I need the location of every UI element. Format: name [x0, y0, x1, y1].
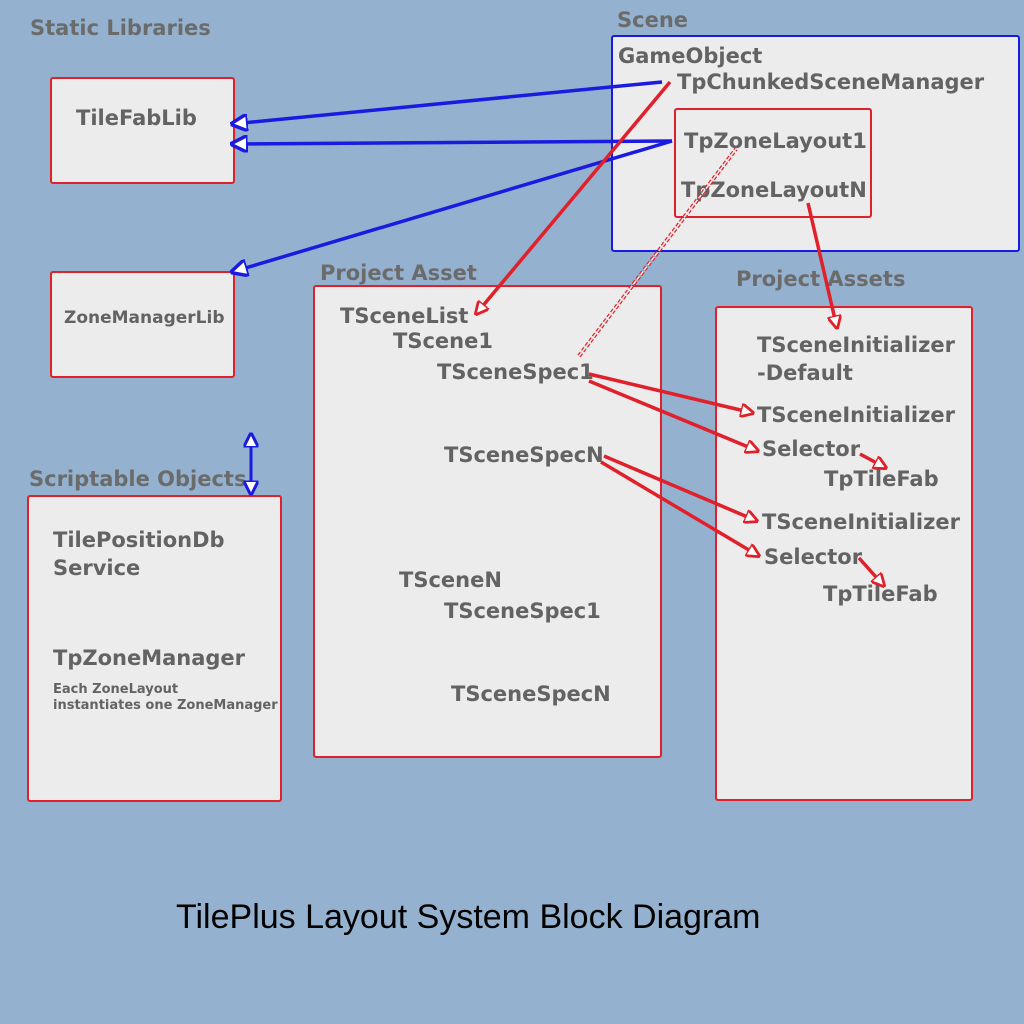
arrow-selector2-to-tiletab	[857, 556, 884, 586]
project-assets-heading: Project Assets	[736, 267, 906, 291]
dashed-link-scene-spec-to-zone-layout-inner	[578, 148, 737, 357]
scene-n-label: TSceneN	[399, 568, 502, 592]
arrow-chunked-manager-to-scene-list	[476, 80, 672, 314]
zonemanagerlib-box	[50, 271, 235, 378]
static-libraries-heading: Static Libraries	[30, 16, 211, 40]
scriptable-objects-box	[27, 495, 282, 802]
zonemanager-note-line2: instantiates one ZoneManager	[53, 698, 278, 713]
project-asset-heading: Project Asset	[320, 261, 477, 285]
arrow-chunked-manager-to-tilefablib	[232, 80, 663, 124]
initializer-default-label-line1: TSceneInitializer	[757, 333, 955, 357]
initializer-2-label: TSceneInitializer	[762, 510, 960, 534]
zonemanager-note-line1: Each ZoneLayout	[53, 682, 179, 697]
arrow-zone-layout-n-to-initializer-default	[806, 202, 837, 328]
initializer-default-label-line2: -Default	[757, 361, 853, 385]
arrow-selector1-to-tiletab	[859, 452, 886, 468]
zone-layout-1-label: TpZoneLayout1	[684, 129, 867, 153]
scene-1-label: TScene1	[393, 329, 493, 353]
tileposition-label-line1: TilePositionDb	[53, 528, 225, 552]
tiletab-2-label: TpTileFab	[823, 582, 938, 606]
scriptable-objects-heading: Scriptable Objects	[29, 467, 247, 491]
chunked-manager-label: TpChunkedSceneManager	[677, 70, 985, 94]
project-asset-box	[313, 285, 662, 758]
diagram-title: TilePlus Layout System Block Diagram	[176, 898, 761, 936]
arrow-zone-layout-to-tilefablib	[232, 141, 673, 144]
selector-1-label: Selector	[762, 437, 861, 461]
initializer-1-label: TSceneInitializer	[757, 403, 955, 427]
arrow-spec1-to-initializer	[588, 372, 753, 413]
tiletab-1-label: TpTileFab	[824, 467, 939, 491]
arrow-specn-to-selector	[600, 460, 759, 556]
arrow-spec1-to-selector	[588, 379, 758, 451]
scene-heading: Scene	[617, 8, 689, 32]
selector-2-label: Selector	[764, 545, 863, 569]
scene-list-label: TSceneList	[340, 304, 469, 328]
tilefablib-box	[50, 77, 235, 184]
zone-layout-n-label: TpZoneLayoutN	[681, 178, 867, 202]
scene-n-spec-1-label: TSceneSpec1	[444, 599, 601, 623]
scene-n-spec-n-label: TSceneSpecN	[451, 682, 611, 706]
gameobject-label: GameObject	[618, 44, 763, 68]
zone-layout-box	[674, 108, 872, 218]
scene-1-spec-n-label: TSceneSpecN	[444, 443, 604, 467]
tileposition-label-line2: Service	[53, 556, 141, 580]
scene-1-spec-1-label: TSceneSpec1	[437, 360, 594, 384]
tilefablib-label: TileFabLib	[76, 106, 197, 130]
zonemanagerlib-label: ZoneManagerLib	[64, 308, 225, 328]
arrow-specn-to-initializer	[603, 454, 757, 521]
tpzonemanager-label: TpZoneManager	[53, 646, 246, 670]
arrow-zone-layout-to-zonemanagerlib	[232, 139, 673, 272]
